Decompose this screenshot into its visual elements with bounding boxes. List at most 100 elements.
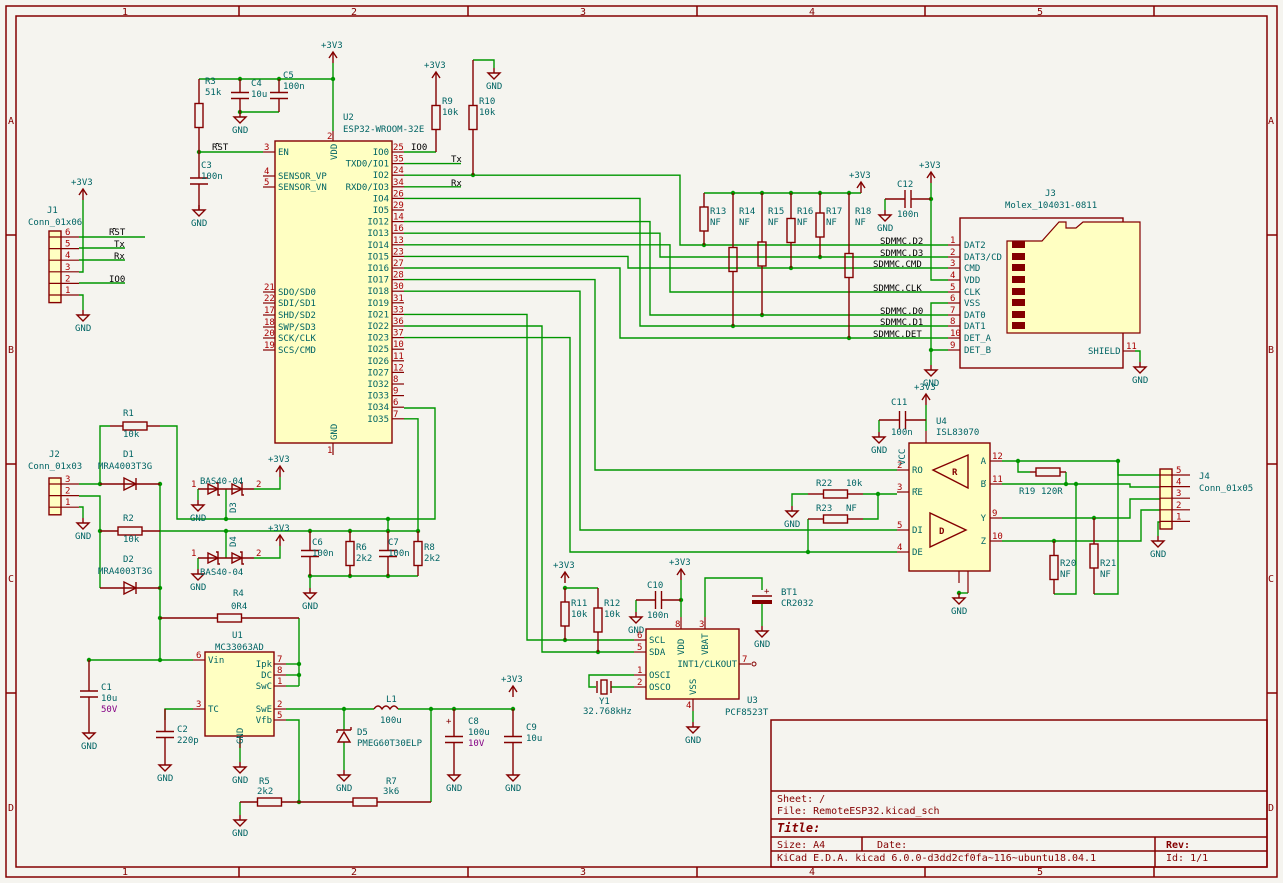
pin-number: 2 (327, 132, 332, 142)
r21-ref: R21 (1100, 559, 1116, 569)
pin-name: DAT0 (964, 311, 986, 321)
pin-number: 1 (65, 286, 70, 296)
rs485-a (1002, 460, 1160, 476)
vcc-label: +3V3 (553, 561, 575, 571)
resistor-icon (431, 104, 441, 131)
resistor-icon (468, 104, 478, 131)
u4-value: ISL83070 (936, 428, 979, 438)
power-arrow-icon (275, 533, 285, 542)
vcc-label: +3V3 (669, 558, 691, 568)
resistor-icon (560, 601, 570, 627)
pin-number: 21 (264, 283, 275, 293)
power-arrow-icon (78, 187, 88, 196)
ground-symbol: GND (336, 770, 352, 794)
power-arrow-icon (926, 170, 936, 179)
l1-value: 100u (380, 716, 402, 726)
rx-net-label: Rx (451, 179, 462, 189)
gnd-label: GND (1150, 550, 1166, 560)
power-arrow-icon (676, 567, 686, 576)
ground-icon (923, 369, 939, 377)
gnd-label: GND (75, 532, 91, 542)
r14-ref: R14 (739, 207, 755, 217)
pin-number: 8 (950, 317, 955, 327)
u1-value: MC33063AD (215, 643, 264, 653)
pin-number: 30 (393, 282, 404, 292)
pin-number: 4 (897, 543, 902, 553)
r22-ref: R22 (816, 479, 832, 489)
pin-number: 3 (1176, 489, 1181, 499)
pin-name: INT1/CLKOUT (677, 660, 737, 670)
pin-name: DAT1 (964, 322, 986, 332)
tx-net-label: Tx (451, 155, 462, 165)
schottky-diode-icon (231, 551, 244, 565)
power-3v3-symbol: +3V3 (501, 675, 523, 697)
pin-name: SCL (649, 636, 665, 646)
r19-ref: R19 (1019, 487, 1035, 497)
schottky-diode-icon (231, 482, 244, 496)
sdmmc-det-net (404, 267, 948, 339)
power-3v3-symbol: +3V3 (268, 455, 290, 477)
sdmmc-d2-net (404, 174, 948, 246)
ground-symbol: GND (302, 588, 318, 612)
junction-dot (385, 516, 391, 522)
pin-number: 31 (393, 294, 404, 304)
j3-ref: J3 (1045, 189, 1056, 199)
zener-diode-icon (336, 727, 352, 743)
resistor-icon (593, 607, 603, 633)
receiver-label: R (952, 468, 958, 478)
gnd-label: GND (784, 520, 800, 530)
row-label: D (1268, 803, 1274, 814)
row-label: D (8, 803, 14, 814)
ground-symbol: GND (505, 770, 521, 794)
j4-value: Conn_01x05 (1199, 484, 1253, 494)
pin-name: IO22 (367, 322, 389, 332)
c8-ref: C8 (468, 717, 479, 727)
pin-name: SDI/SD1 (278, 299, 316, 309)
pin-name: IO14 (367, 241, 389, 251)
io35-net (160, 418, 419, 532)
pin-number: 3 (264, 143, 269, 153)
c9-value: 10u (526, 734, 542, 744)
r18-value: NF (855, 218, 866, 228)
r1-value: 10k (123, 430, 140, 440)
wire (588, 674, 634, 688)
rs485-y (1002, 498, 1160, 519)
ground-icon (486, 72, 502, 80)
sheet-id: Id: 1/1 (1166, 853, 1208, 864)
junction-dot (805, 549, 811, 555)
power-arrow-icon (856, 180, 866, 189)
pin-name: IO18 (367, 287, 389, 297)
sd-contact-pad (1012, 322, 1025, 329)
gnd-label: GND (232, 126, 248, 136)
wire (254, 546, 281, 559)
r20-value: NF (1060, 570, 1071, 580)
ground-icon (81, 732, 97, 740)
wire (1094, 461, 1119, 595)
pin-name: DE (912, 548, 923, 558)
r9-value: 10k (442, 108, 459, 118)
c1-voltage: 50V (101, 705, 118, 715)
pin-number: 27 (393, 259, 404, 269)
resistor-icon (194, 102, 204, 129)
pin-number: 7 (950, 306, 955, 316)
u3-value: PCF8523T (725, 708, 769, 718)
r23-ref: R23 (816, 504, 832, 514)
r16-value: NF (797, 218, 808, 228)
sd-vdd (930, 183, 948, 281)
pin-number: 14 (393, 213, 404, 223)
wire (1135, 350, 1141, 362)
pin-number: 5 (277, 711, 282, 721)
ground-symbol: GND (1132, 362, 1148, 386)
net-label: SDMMC.D1 (880, 318, 923, 328)
schottky-cathode (216, 482, 220, 496)
battery-icon (752, 600, 772, 604)
gnd-label: GND (190, 514, 206, 524)
vcc-label: +3V3 (914, 383, 936, 393)
power-3v3-symbol: +3V3 (268, 524, 290, 546)
io22-sda-net (404, 325, 634, 653)
